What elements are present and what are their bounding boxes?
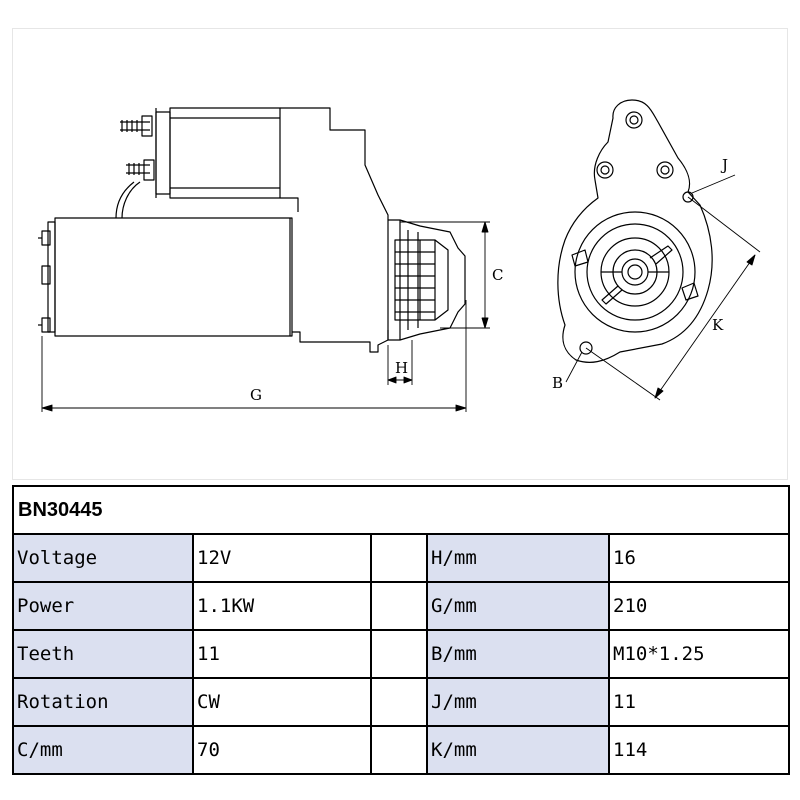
spec-value: M10*1.25 <box>607 629 791 679</box>
spec-value: 12V <box>192 533 372 583</box>
spec-label: B/mm <box>426 629 610 679</box>
bolt-hole-j <box>682 191 694 203</box>
spec-label: Rotation <box>12 677 194 727</box>
spec-label: Teeth <box>12 629 194 679</box>
spec-label: G/mm <box>426 581 610 631</box>
dim-label-c: C <box>492 266 503 284</box>
part-number: BN30445 <box>11 485 791 535</box>
spec-row: Power 1.1KW G/mm 210 <box>12 581 791 631</box>
drawing-frame <box>12 28 788 480</box>
spec-value: 11 <box>192 629 372 679</box>
pinion-gear <box>394 239 436 321</box>
starter-motor-drawing: G H C J K B <box>38 99 761 412</box>
spec-value: 16 <box>607 533 791 583</box>
mounting-flange <box>557 99 713 363</box>
spec-value: 1.1KW <box>192 581 372 631</box>
dim-label-g: G <box>250 386 262 404</box>
motor-body <box>54 217 293 337</box>
spec-label: J/mm <box>426 677 610 727</box>
spec-title-row: BN30445 <box>11 485 791 535</box>
spec-row: C/mm 70 K/mm 114 <box>12 725 791 775</box>
bolt-hole-top <box>625 111 643 129</box>
spec-label: H/mm <box>426 533 610 583</box>
spec-row: Teeth 11 B/mm M10*1.25 <box>12 629 791 679</box>
spec-value: 210 <box>607 581 791 631</box>
spec-value: CW <box>192 677 372 727</box>
end-view-dimensions <box>565 174 761 401</box>
spec-gap <box>370 533 428 583</box>
spec-gap <box>370 629 428 679</box>
spec-table: BN30445 Voltage 12V H/mm 16 Power 1.1KW … <box>11 485 791 775</box>
bolt-hole-b <box>579 341 593 355</box>
spec-row: Rotation CW J/mm 11 <box>12 677 791 727</box>
side-view <box>38 107 466 353</box>
dim-label-j: J <box>720 156 728 174</box>
spec-gap <box>370 725 428 775</box>
spec-label: Voltage <box>12 533 194 583</box>
end-view <box>557 99 713 363</box>
spec-value: 11 <box>607 677 791 727</box>
dim-label-b: B <box>552 374 563 392</box>
spec-label: C/mm <box>12 725 194 775</box>
spec-label: K/mm <box>426 725 610 775</box>
spec-row: Voltage 12V H/mm 16 <box>12 533 791 583</box>
spec-gap <box>370 581 428 631</box>
drive-housing <box>280 107 389 220</box>
spec-value: 70 <box>192 725 372 775</box>
spec-gap <box>370 677 428 727</box>
spec-label: Power <box>12 581 194 631</box>
spec-value: 114 <box>607 725 791 775</box>
dim-label-h: H <box>395 359 408 377</box>
dim-label-k: K <box>712 316 724 334</box>
dimension-lines <box>41 221 490 412</box>
solenoid-body <box>169 107 281 199</box>
solenoid-terminals <box>120 115 155 181</box>
